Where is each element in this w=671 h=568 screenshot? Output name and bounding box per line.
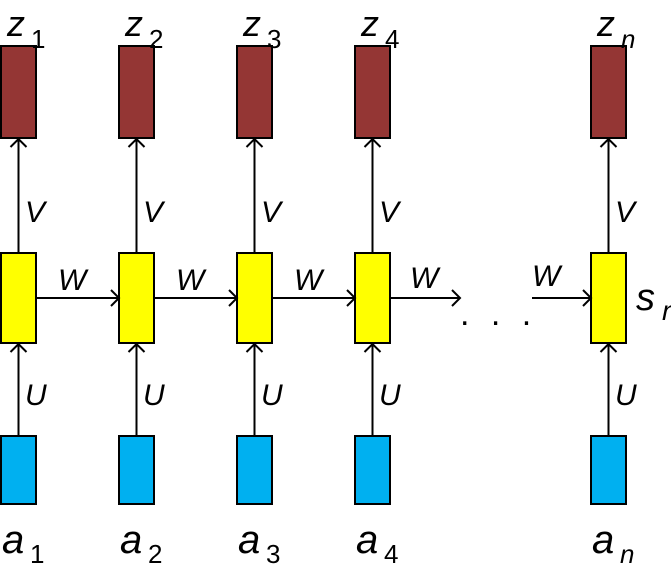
arrowhead-icon bbox=[346, 289, 357, 307]
arrowhead-icon bbox=[110, 289, 121, 307]
arrowhead-icon bbox=[228, 289, 239, 307]
input-label-base: a bbox=[238, 518, 260, 562]
state-label: sn bbox=[636, 277, 671, 326]
output-label-base: z bbox=[242, 3, 261, 44]
input-label-base: a bbox=[120, 518, 142, 562]
weight-label-w: W bbox=[58, 264, 89, 297]
output-label-base: z bbox=[6, 3, 25, 44]
input-node-a1 bbox=[0, 435, 37, 505]
weight-label-w: W bbox=[410, 262, 441, 295]
output-node-z2 bbox=[118, 45, 155, 139]
weight-label-v: V bbox=[379, 196, 402, 229]
state-label-base: s bbox=[636, 277, 655, 319]
input-label-subscript: n bbox=[620, 539, 634, 568]
input-node-a4 bbox=[354, 435, 391, 505]
hidden-node-s2 bbox=[118, 252, 155, 344]
output-label-subscript: 4 bbox=[385, 24, 399, 54]
weight-label-u: U bbox=[143, 379, 165, 412]
weight-label-u: U bbox=[25, 379, 47, 412]
input-label-subscript: 4 bbox=[384, 539, 398, 568]
output-label-subscript: 1 bbox=[31, 24, 45, 54]
hidden-node-s3 bbox=[236, 252, 273, 344]
input-label-subscript: 1 bbox=[30, 539, 44, 568]
input-label-base: a bbox=[2, 518, 24, 562]
output-label-base: z bbox=[596, 3, 615, 44]
output-node-zn bbox=[590, 45, 627, 139]
weight-label-u: U bbox=[615, 379, 637, 412]
weight-label-v: V bbox=[143, 196, 166, 229]
input-node-a2 bbox=[118, 435, 155, 505]
input-label-subscript: 3 bbox=[266, 539, 280, 568]
hidden-node-s1 bbox=[0, 252, 37, 344]
input-label-subscript: 2 bbox=[148, 539, 162, 568]
weight-label-w: W bbox=[176, 264, 207, 297]
input-label-base: a bbox=[356, 518, 378, 562]
ellipsis: . . . bbox=[460, 295, 537, 333]
input-node-an bbox=[590, 435, 627, 505]
weight-label-v: V bbox=[261, 196, 284, 229]
weight-label-v: V bbox=[615, 196, 638, 229]
output-label-base: z bbox=[360, 3, 379, 44]
weight-label-w: W bbox=[294, 264, 325, 297]
hidden-node-sn bbox=[590, 252, 627, 344]
hidden-node-s4 bbox=[354, 252, 391, 344]
weight-label-v: V bbox=[25, 196, 48, 229]
output-label-subscript: 3 bbox=[267, 24, 281, 54]
weight-label-u: U bbox=[379, 379, 401, 412]
arrowhead-icon bbox=[582, 289, 593, 307]
output-node-z4 bbox=[354, 45, 391, 139]
arrowhead-icon bbox=[451, 289, 462, 307]
weight-label-u: U bbox=[261, 379, 283, 412]
output-label-subscript: 2 bbox=[149, 24, 163, 54]
output-label-base: z bbox=[124, 3, 143, 44]
input-label-base: a bbox=[592, 518, 614, 562]
input-node-a3 bbox=[236, 435, 273, 505]
state-label-subscript: n bbox=[662, 295, 671, 326]
weight-label-w: W bbox=[532, 260, 563, 293]
output-node-z3 bbox=[236, 45, 273, 139]
output-label-subscript: n bbox=[621, 24, 635, 54]
output-node-z1 bbox=[0, 45, 37, 139]
